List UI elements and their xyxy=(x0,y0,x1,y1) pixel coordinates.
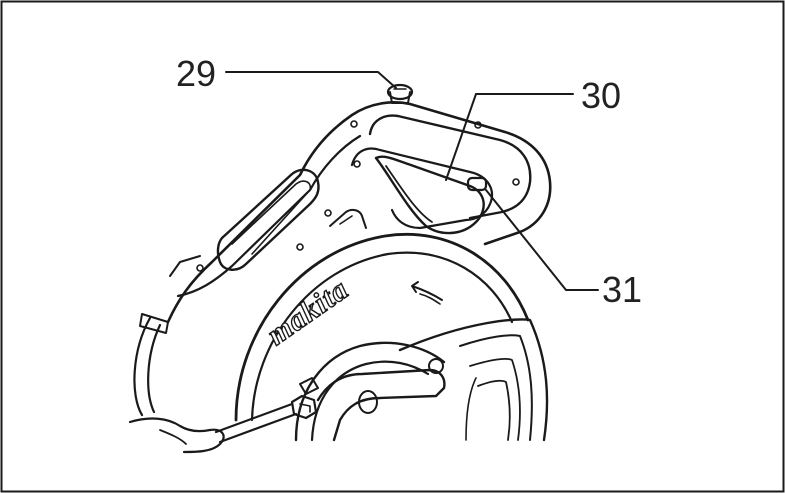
blade-guard xyxy=(234,233,530,422)
blade-flange xyxy=(294,341,446,442)
handle-grip-slot xyxy=(216,168,320,271)
callout-label-29: 29 xyxy=(176,53,216,94)
callout-30: 30 xyxy=(445,75,621,181)
leader-line-30 xyxy=(445,93,574,181)
switch-trigger xyxy=(374,155,485,235)
upper-handle xyxy=(368,114,532,220)
callout-label-31: 31 xyxy=(602,269,642,310)
leader-line-31 xyxy=(485,189,599,291)
leader-line-29 xyxy=(225,71,397,89)
lower-guard xyxy=(398,318,549,442)
shaft-lock-lever xyxy=(316,368,446,442)
wrench xyxy=(214,402,298,444)
rotation-arrow xyxy=(411,281,443,301)
callout-label-30: 30 xyxy=(581,75,621,116)
callout-31: 31 xyxy=(485,189,642,310)
handle-housing xyxy=(166,101,552,324)
cord-strain-relief xyxy=(139,313,169,334)
callout-29: 29 xyxy=(176,53,397,94)
lock-off-button xyxy=(466,176,488,192)
power-cord xyxy=(133,316,162,417)
operator-hand xyxy=(128,417,225,454)
